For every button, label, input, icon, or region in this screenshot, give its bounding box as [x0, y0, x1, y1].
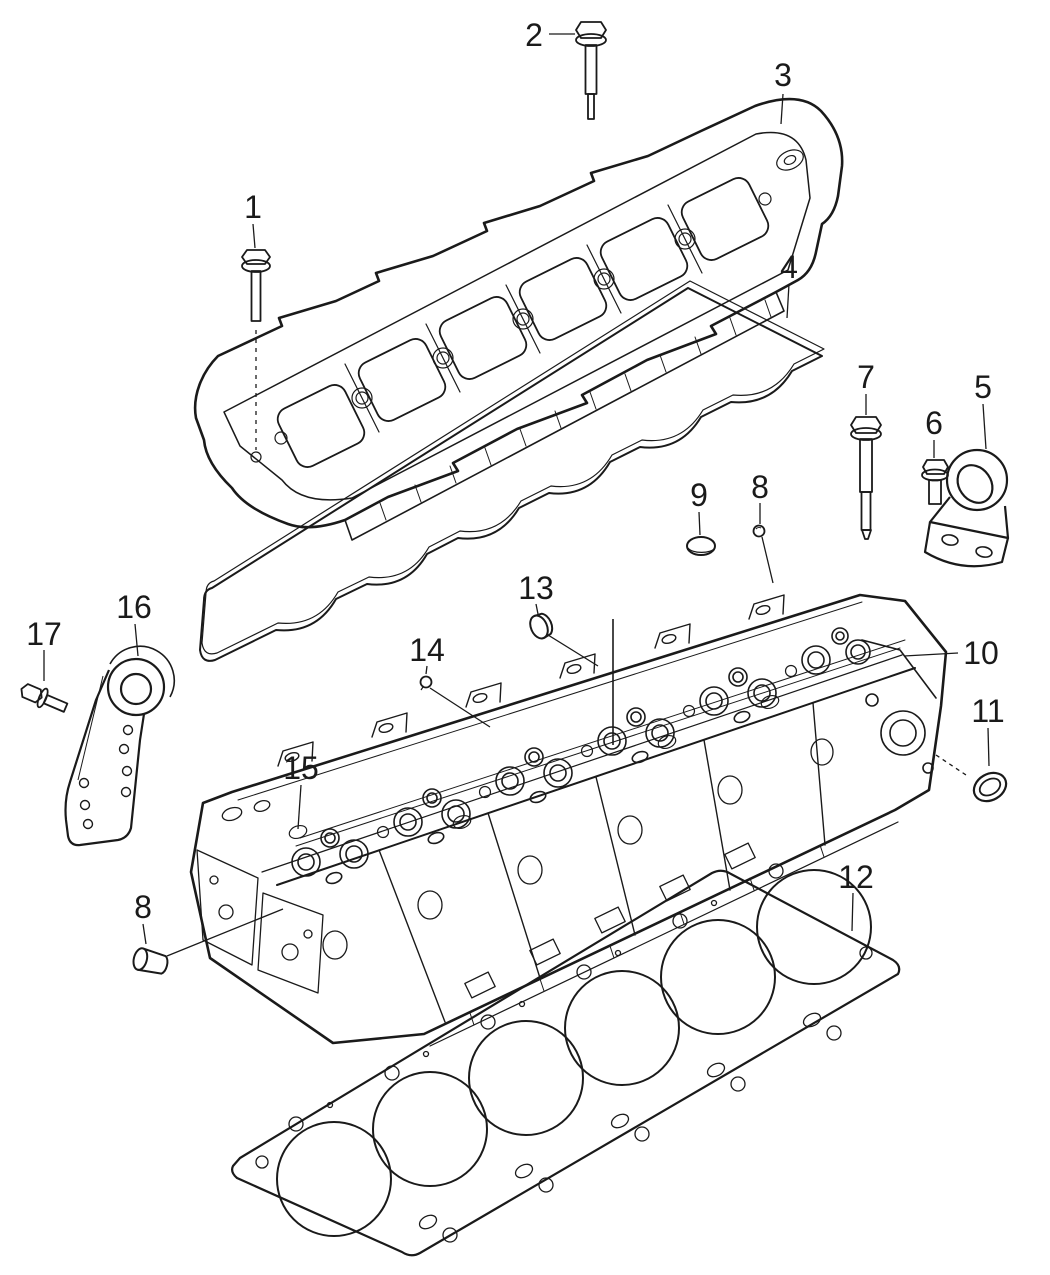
callout-5-leader	[982, 403, 987, 450]
bolt-part-2	[575, 21, 607, 120]
callout-12-label: 12	[838, 859, 874, 895]
callout-8-leader	[759, 503, 774, 584]
callout-4-leader	[786, 283, 790, 319]
bolt-part-7	[850, 416, 882, 540]
callout-12-leader	[851, 892, 854, 932]
callout-13-label: 13	[518, 570, 554, 606]
callout-4-label: 4	[780, 249, 798, 285]
callout-1-label: 1	[244, 189, 262, 225]
callout-10-label: 10	[963, 635, 999, 671]
callout-3-leader	[780, 93, 784, 125]
callout-15-leader	[297, 784, 302, 830]
bolt-part-6	[921, 459, 949, 505]
callout-10-leader	[903, 652, 959, 657]
callout-11-leader	[987, 727, 990, 767]
callout-13-leader	[535, 603, 599, 667]
callout-3-label: 3	[774, 57, 792, 93]
lifting-hook-part-16	[64, 645, 176, 847]
pin-part-14	[419, 675, 433, 691]
callout-labels: 1 2 3 4 5 6 7 8 9 10 11 12 13 14 15 16 1…	[26, 17, 1004, 925]
callout-8b-label: 8	[134, 889, 152, 925]
callout-9-label: 9	[690, 477, 708, 513]
callout-1-leader	[252, 223, 256, 249]
callout-9-leader	[698, 511, 701, 536]
plug-part-8-upper	[752, 524, 766, 538]
callout-15-label: 15	[283, 750, 319, 786]
callout-7-label: 7	[857, 359, 875, 395]
callout-11-label: 11	[971, 693, 1004, 729]
callout-8b-leader	[142, 908, 284, 957]
oring-part-11	[972, 771, 1008, 803]
cap-part-9	[686, 536, 716, 556]
bolt-part-17	[20, 683, 69, 713]
callout-2-label: 2	[525, 17, 543, 53]
plug-part-8-lower	[132, 947, 169, 975]
callout-8-label: 8	[751, 469, 769, 505]
cylinder-head-part	[189, 593, 948, 1047]
callout-16-leader	[134, 623, 139, 657]
bolt-part-1	[241, 249, 271, 450]
callout-5-label: 5	[974, 369, 992, 405]
callout-14-leader	[425, 665, 491, 728]
callout-14-label: 14	[409, 632, 445, 668]
cup-plug-part-13	[529, 612, 554, 640]
callout-6-label: 6	[925, 405, 943, 441]
callout-16-label: 16	[116, 589, 152, 625]
callout-17-label: 17	[26, 616, 62, 652]
callout-11-install-line	[935, 754, 967, 776]
lifting-bracket-part-5	[923, 448, 1010, 568]
callout-leader-lines	[43, 33, 990, 957]
valve-cover-part	[193, 97, 844, 541]
head-gasket-part	[231, 863, 901, 1257]
cover-gasket-part	[199, 280, 825, 662]
